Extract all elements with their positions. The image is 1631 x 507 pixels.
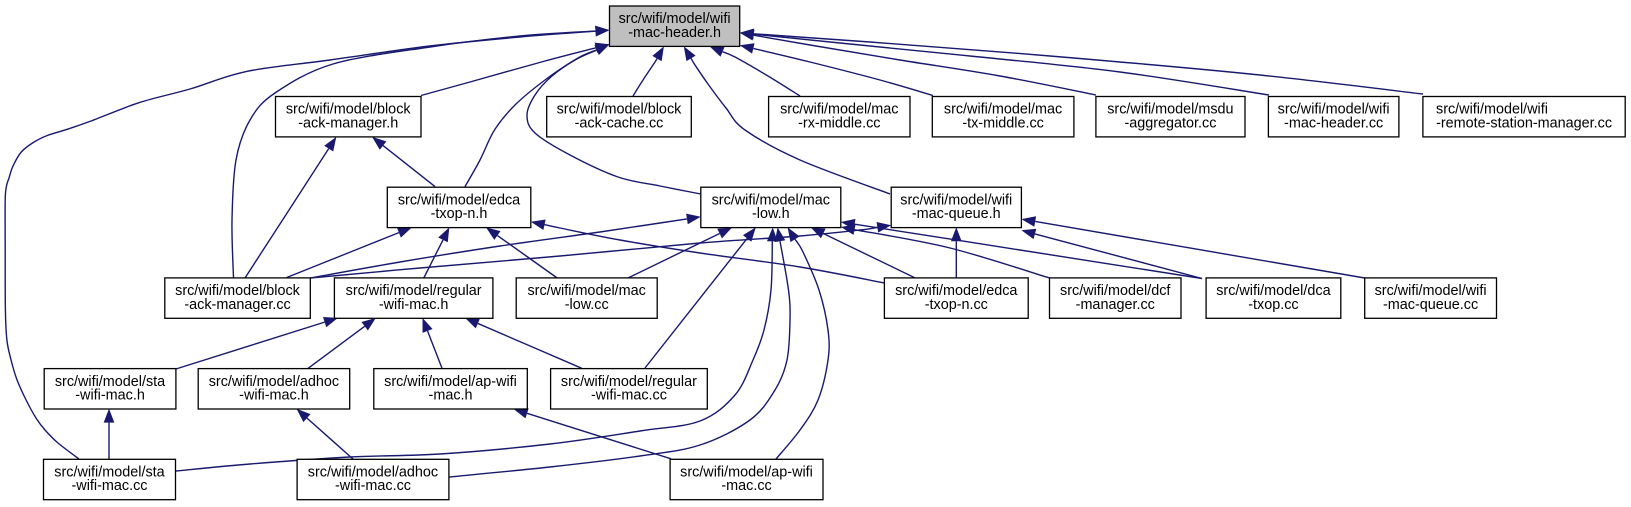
svg-text:src/wifi/model/block: src/wifi/model/block [175, 283, 301, 299]
svg-text:src/wifi/model/sta: src/wifi/model/sta [55, 374, 165, 390]
svg-text:-aggregator.cc: -aggregator.cc [1124, 115, 1216, 131]
svg-text:src/wifi/model/block: src/wifi/model/block [286, 102, 412, 118]
svg-text:src/wifi/model/wifi: src/wifi/model/wifi [1436, 102, 1548, 118]
svg-text:-ack-cache.cc: -ack-cache.cc [575, 115, 664, 131]
svg-text:-mac-queue.h: -mac-queue.h [912, 206, 1001, 222]
svg-text:src/wifi/model/wifi: src/wifi/model/wifi [1278, 102, 1390, 118]
svg-text:src/wifi/model/edca: src/wifi/model/edca [398, 192, 520, 208]
svg-text:src/wifi/model/mac: src/wifi/model/mac [712, 192, 830, 208]
svg-text:-wifi-mac.h: -wifi-mac.h [379, 297, 449, 313]
svg-text:src/wifi/model/wifi: src/wifi/model/wifi [1375, 283, 1487, 299]
svg-text:src/wifi/model/block: src/wifi/model/block [557, 102, 683, 118]
svg-text:-txop-n.cc: -txop-n.cc [925, 297, 988, 313]
svg-text:-ack-manager.cc: -ack-manager.cc [184, 297, 290, 313]
svg-text:src/wifi/model/sta: src/wifi/model/sta [54, 465, 164, 481]
svg-text:src/wifi/model/regular: src/wifi/model/regular [561, 374, 697, 390]
svg-text:src/wifi/model/mac: src/wifi/model/mac [527, 283, 645, 299]
svg-text:-manager.cc: -manager.cc [1076, 297, 1155, 313]
svg-text:-low.h: -low.h [752, 206, 790, 222]
svg-text:-ack-manager.h: -ack-manager.h [298, 115, 398, 131]
svg-text:-low.cc: -low.cc [565, 297, 609, 313]
svg-text:src/wifi/model/wifi: src/wifi/model/wifi [619, 11, 731, 27]
svg-text:-mac.cc: -mac.cc [721, 478, 771, 494]
svg-text:-mac-header.cc: -mac-header.cc [1284, 115, 1383, 131]
svg-text:src/wifi/model/mac: src/wifi/model/mac [780, 102, 898, 118]
svg-text:src/wifi/model/ap-wifi: src/wifi/model/ap-wifi [680, 465, 813, 481]
svg-text:-mac.h: -mac.h [429, 388, 473, 404]
svg-text:-wifi-mac.h: -wifi-mac.h [75, 388, 145, 404]
svg-text:src/wifi/model/adhoc: src/wifi/model/adhoc [308, 465, 438, 481]
svg-text:src/wifi/model/msdu: src/wifi/model/msdu [1107, 102, 1233, 118]
svg-text:src/wifi/model/dca: src/wifi/model/dca [1216, 283, 1330, 299]
svg-text:-txop.cc: -txop.cc [1248, 297, 1298, 313]
svg-text:-wifi-mac.h: -wifi-mac.h [239, 388, 309, 404]
svg-text:-mac-header.h: -mac-header.h [628, 25, 721, 41]
svg-text:src/wifi/model/regular: src/wifi/model/regular [346, 283, 482, 299]
svg-text:src/wifi/model/dcf: src/wifi/model/dcf [1060, 283, 1171, 299]
svg-text:-rx-middle.cc: -rx-middle.cc [798, 115, 880, 131]
svg-text:-mac-queue.cc: -mac-queue.cc [1383, 297, 1478, 313]
svg-text:src/wifi/model/adhoc: src/wifi/model/adhoc [209, 374, 339, 390]
svg-text:-wifi-mac.cc: -wifi-mac.cc [335, 478, 411, 494]
svg-text:src/wifi/model/ap-wifi: src/wifi/model/ap-wifi [384, 374, 517, 390]
svg-text:src/wifi/model/edca: src/wifi/model/edca [895, 283, 1017, 299]
svg-text:-wifi-mac.cc: -wifi-mac.cc [72, 478, 148, 494]
svg-text:-txop-n.h: -txop-n.h [431, 206, 488, 222]
svg-text:src/wifi/model/wifi: src/wifi/model/wifi [900, 192, 1012, 208]
svg-text:src/wifi/model/mac: src/wifi/model/mac [944, 102, 1062, 118]
svg-text:-wifi-mac.cc: -wifi-mac.cc [591, 388, 667, 404]
svg-text:-remote-station-manager.cc: -remote-station-manager.cc [1436, 115, 1612, 131]
svg-text:-tx-middle.cc: -tx-middle.cc [962, 115, 1044, 131]
